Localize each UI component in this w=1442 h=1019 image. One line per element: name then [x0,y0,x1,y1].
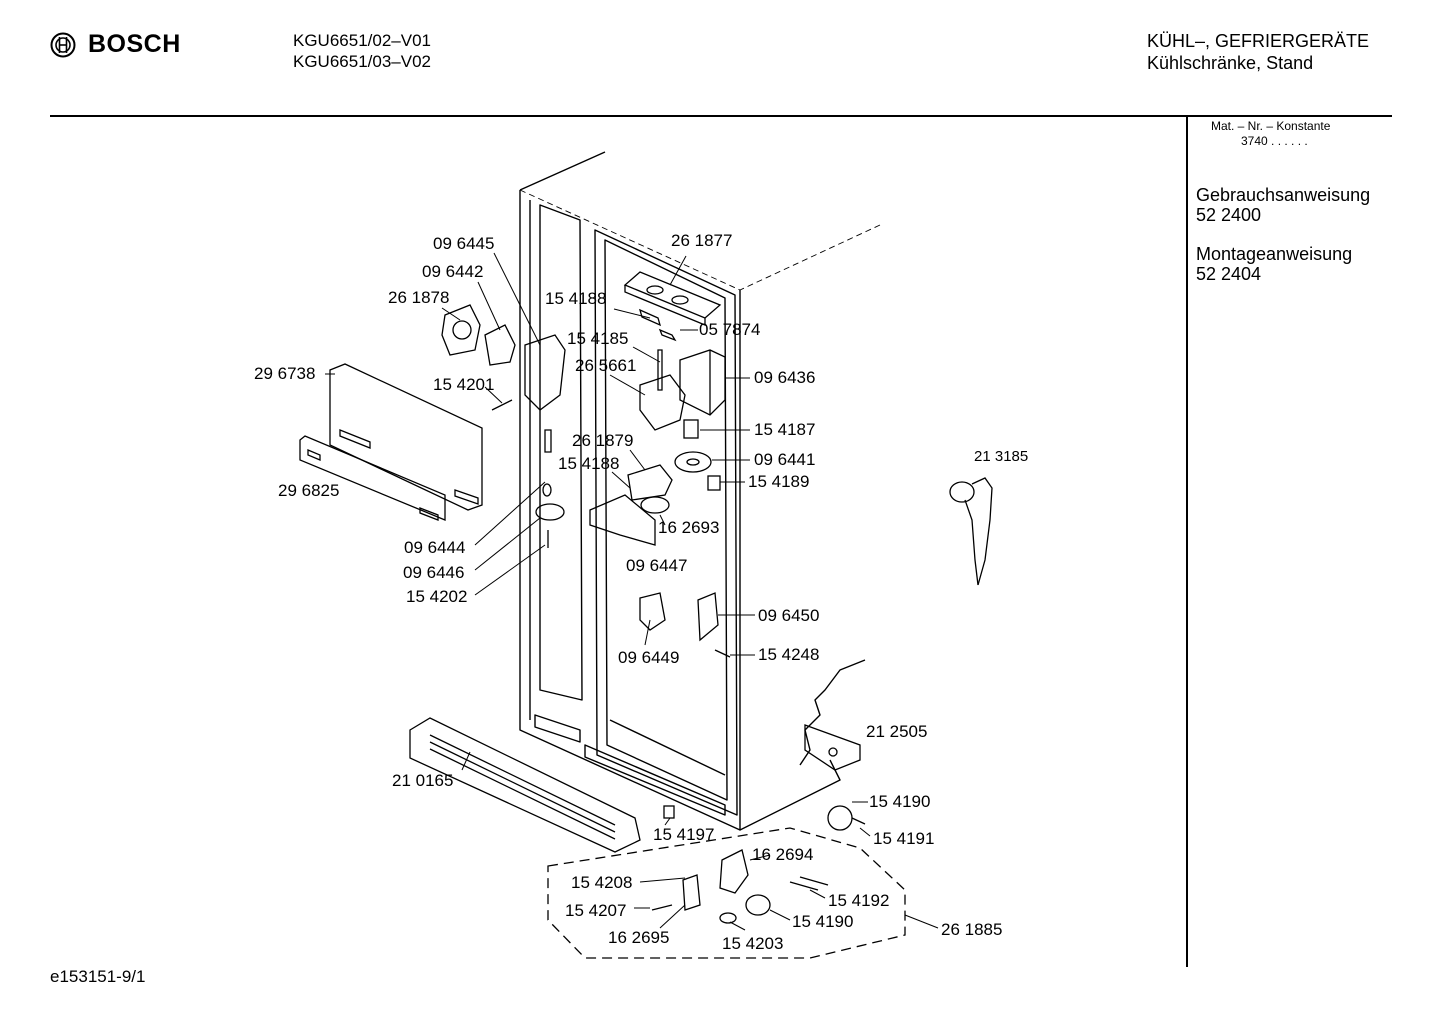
part-label: 15 4189 [748,472,809,491]
left-parts [299,304,566,548]
part-label: 09 6449 [618,648,679,667]
part-label: 29 6738 [254,364,315,383]
material-number-block: Mat. – Nr. – Konstante 3740 . . . . . . [1211,119,1330,149]
sidebar-divider [1186,117,1188,967]
header-divider [50,115,1392,117]
material-number-label: Mat. – Nr. – Konstante [1211,119,1331,133]
part-label: 09 6444 [404,538,465,557]
part-label: 09 6442 [422,262,483,281]
part-label: 15 4188 [558,454,619,473]
category-sub: Kühlschränke, Stand [1147,53,1314,73]
brand-name: BOSCH [88,30,181,58]
part-label: 26 1885 [941,920,1002,939]
model-number: KGU6651/02–V01 [293,31,431,50]
brand-logo: BOSCH [50,30,181,59]
part-label: 15 4187 [754,420,815,439]
part-label: 09 6441 [754,450,815,469]
part-label: 16 2694 [752,845,813,864]
part-label: 29 6825 [278,481,339,500]
category: KÜHL–, GEFRIERGERÄTE Kühlschränke, Stand [1147,30,1369,74]
part-label: 15 4185 [567,329,628,348]
bottom-parts [651,805,866,924]
part-label: 26 5661 [575,356,636,375]
part-label: 15 4192 [828,891,889,910]
part-label: 15 4188 [545,289,606,308]
part-label: 09 6445 [433,234,494,253]
part-label: 21 0165 [392,771,453,790]
part-label: 09 6436 [754,368,815,387]
part-label: 15 4197 [653,825,714,844]
document-number: 52 2400 [1196,205,1262,225]
part-label: 15 4248 [758,645,819,664]
part-label: 15 4208 [571,873,632,892]
kit-outline [547,827,906,959]
toe-grille [409,717,641,853]
part-labels: 09 6445 09 6442 26 1878 29 6738 15 4201 … [254,231,1028,953]
part-label: 15 4190 [792,912,853,931]
control-housing [589,271,731,658]
part-label: 21 2505 [866,722,927,741]
part-label: 15 4190 [869,792,930,811]
part-label: 05 7874 [699,320,760,339]
part-label: 15 4202 [406,587,467,606]
part-label: 15 4207 [565,901,626,920]
part-label: 26 1879 [572,431,633,450]
drain-hose [949,477,993,586]
bosch-armature-icon [50,32,76,57]
part-label: 09 6450 [758,606,819,625]
part-label: 21 3185 [974,448,1028,465]
part-label: 16 2695 [608,928,669,947]
part-label: 26 1878 [388,288,449,307]
category-main: KÜHL–, GEFRIERGERÄTE [1147,31,1370,51]
part-label: 15 4203 [722,934,783,953]
material-number-value: 3740 . . . . . . [1241,134,1308,148]
part-label: 09 6446 [403,563,464,582]
document-code: e153151-9/1 [50,967,146,986]
part-label: 26 1877 [671,231,732,250]
leader-lines [325,252,939,931]
document-assembly-instructions: Montageanweisung 52 2404 [1196,244,1370,284]
document-user-manual: Gebrauchsanweisung 52 2400 [1196,185,1370,225]
document-number: 52 2404 [1196,264,1262,284]
document-title: Gebrauchsanweisung [1196,185,1371,205]
hinge-bracket [804,724,861,771]
part-label: 15 4191 [873,829,934,848]
cabinet-outline [519,151,881,831]
model-number: KGU6651/03–V02 [293,52,431,71]
part-label: 16 2693 [658,518,719,537]
part-label: 09 6447 [626,556,687,575]
model-list: KGU6651/02–V01 KGU6651/03–V02 [293,30,431,72]
part-label: 15 4201 [433,375,494,394]
document-title: Montageanweisung [1196,244,1353,264]
document-list: Gebrauchsanweisung 52 2400 Montageanweis… [1196,185,1370,303]
